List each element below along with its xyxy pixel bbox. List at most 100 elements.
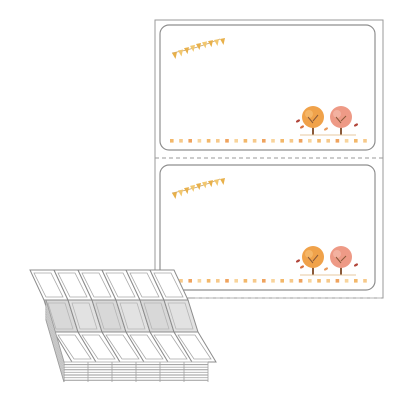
border-dot [271, 139, 275, 143]
falling-leaf [296, 259, 300, 263]
stack-label-die-cut [119, 302, 146, 330]
bunting-flag [190, 44, 195, 52]
border-dot [317, 279, 321, 283]
stack-label-die-cut [105, 334, 140, 360]
autumn-tree-orange [302, 246, 324, 268]
bunting-flag [190, 184, 195, 192]
border-dot [206, 279, 211, 283]
border-dot [170, 139, 174, 143]
border-dot [188, 279, 192, 283]
bunting-flag [184, 47, 189, 55]
stack-label-die-cut [129, 272, 160, 298]
bunting-flag [208, 180, 213, 188]
border-dot [326, 139, 330, 143]
fanfold-label-stack [29, 269, 217, 383]
bunting-flag [202, 181, 207, 189]
tree-branches [307, 114, 319, 124]
stack-label-die-cut [57, 272, 88, 298]
border-dot [335, 279, 340, 283]
label-1-outline [159, 24, 376, 151]
border-dot [354, 139, 358, 143]
border-dot [280, 279, 284, 283]
border-dot [262, 279, 266, 283]
falling-leaf [324, 267, 328, 271]
bunting-flag [184, 187, 189, 195]
border-dot [280, 139, 284, 143]
border-dot [243, 279, 248, 283]
tree-highlight [333, 250, 341, 258]
bunting-flag [214, 178, 219, 186]
border-dot [234, 279, 238, 283]
bunting-flag [172, 52, 177, 59]
border-dot [197, 279, 202, 283]
stack-label-die-cut [105, 272, 136, 298]
border-dot [289, 279, 294, 283]
autumn-tree-pink [330, 246, 352, 268]
falling-leaf [324, 127, 328, 131]
border-dot [206, 139, 211, 143]
stack-label-die-cut [81, 272, 112, 298]
falling-leaf [296, 119, 300, 123]
bunting-flag [196, 43, 201, 50]
border-dot [308, 279, 312, 283]
tree-highlight [333, 110, 341, 118]
border-dot [262, 139, 266, 143]
border-dot [243, 139, 248, 143]
stack-label-die-cut [71, 302, 98, 330]
border-dot [326, 279, 330, 283]
border-dot [216, 139, 220, 143]
falling-leaf [354, 263, 358, 267]
stack-layer-line [45, 312, 65, 375]
label-2-outline [159, 164, 376, 291]
bunting-flag [196, 183, 201, 190]
stack-label-die-cut [167, 302, 194, 330]
falling-leaf [300, 125, 304, 129]
stack-label-die-cut [95, 302, 122, 330]
falling-leaf [354, 123, 358, 127]
stack-layer-line [45, 314, 65, 378]
border-dot [354, 279, 358, 283]
autumn-tree-pink [330, 106, 352, 128]
border-dot [344, 279, 349, 283]
tree-branches [307, 254, 319, 264]
border-dot [298, 139, 303, 143]
border-dot [225, 139, 229, 143]
stack-layer-line [45, 309, 65, 373]
autumn-tree-orange [302, 106, 324, 128]
stack-label-die-cut [129, 334, 164, 360]
border-dot [363, 139, 367, 143]
bunting-flag [220, 38, 225, 45]
bunting-flag [178, 189, 183, 197]
stack-label-die-cut [153, 334, 188, 360]
border-dot [271, 279, 275, 283]
stack-label-die-cut [47, 302, 74, 330]
border-dot [252, 279, 257, 283]
tree-highlight [305, 110, 313, 118]
border-dot [234, 139, 238, 143]
border-dot [289, 139, 294, 143]
stack-label-die-cut [143, 302, 170, 330]
border-dot [179, 139, 183, 143]
stack-layer-line [45, 317, 65, 380]
label-1 [159, 24, 376, 151]
stack-label-die-cut [153, 272, 184, 298]
border-dot [317, 139, 321, 143]
label-2 [159, 164, 376, 291]
border-dot [197, 139, 202, 143]
bunting-flag [220, 178, 225, 185]
stack-layer-line [45, 304, 65, 368]
bunting-flag [172, 192, 177, 199]
bunting-flag [214, 38, 219, 46]
border-dot [216, 279, 220, 283]
stack-layer-line [45, 302, 65, 365]
border-dot [188, 139, 192, 143]
border-dot [252, 139, 257, 143]
stack-label-die-cut [177, 334, 212, 360]
border-dot [298, 279, 303, 283]
tree-branches [335, 255, 347, 264]
stack-label-die-cut [57, 334, 92, 360]
border-dot [225, 279, 229, 283]
border-dot [308, 139, 312, 143]
stack-label-die-cut [81, 334, 116, 360]
